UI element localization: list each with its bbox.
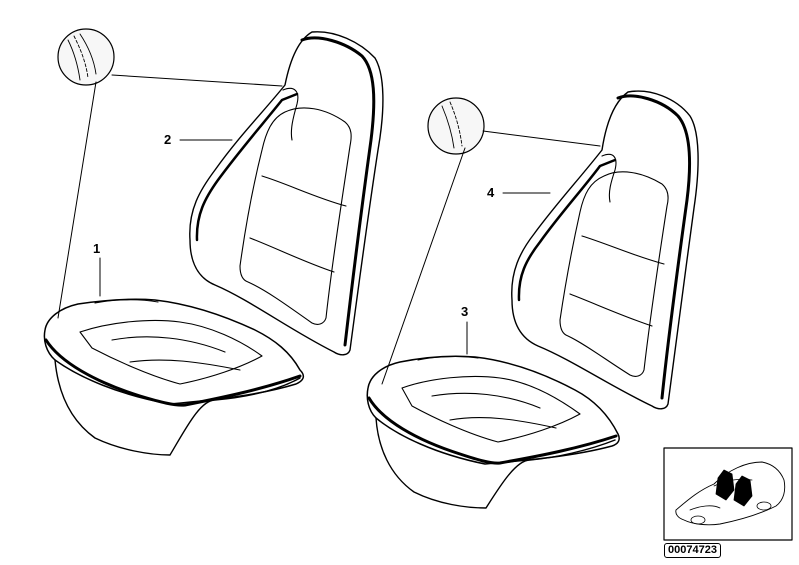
callout-2: 2 bbox=[164, 132, 172, 147]
catalog-number-label: 00074723 bbox=[664, 543, 721, 558]
backrest-left bbox=[189, 31, 384, 356]
backrest-right bbox=[511, 90, 699, 410]
callout-3: 3 bbox=[461, 304, 469, 319]
callout-1: 1 bbox=[93, 241, 101, 256]
material-detail-left bbox=[57, 28, 115, 86]
callout-4: 4 bbox=[487, 185, 495, 200]
vehicle-locator-thumbnail bbox=[663, 447, 793, 541]
seat-cushion-right bbox=[366, 355, 620, 509]
leader-lines bbox=[57, 74, 601, 385]
seat-cushion-left bbox=[43, 298, 305, 456]
material-detail-right bbox=[427, 97, 485, 155]
